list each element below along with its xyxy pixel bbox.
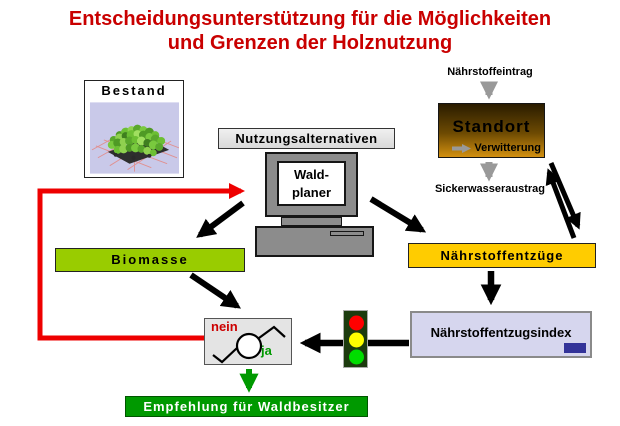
- nutzungsalternativen-box: Nutzungsalternativen: [218, 128, 395, 149]
- waldplaner-label-line-1: Wald-: [294, 167, 329, 182]
- waldplaner-to-biomasse-arrow: [196, 200, 245, 238]
- yellow-light: [349, 332, 364, 348]
- naehrstoffentzugsindex-box: Nährstoffentzugsindex: [410, 311, 592, 358]
- biomasse-box: Biomasse: [55, 248, 245, 272]
- computer-neck: [281, 217, 342, 226]
- naehrstoffentzugsindex-label: Nährstoffentzugsindex: [430, 325, 572, 340]
- forest-stand-image: [90, 102, 179, 174]
- naehrstoffentzuege-box: Nährstoffentzüge: [408, 243, 596, 268]
- decision-no-label: nein: [211, 319, 238, 334]
- bestand-box: Bestand: [84, 80, 184, 178]
- empfehlung-box: Empfehlung für Waldbesitzer: [125, 396, 368, 417]
- title-line-2: und Grenzen der Holznutzung: [167, 32, 453, 54]
- green-light: [349, 349, 364, 365]
- waldplaner-to-entzuege-arrow: [369, 196, 427, 233]
- sickerwasseraustrag-label: Sickerwasseraustrag: [434, 183, 546, 195]
- traffic-light-icon: [343, 310, 368, 368]
- decision-yes-label: ja: [261, 343, 272, 358]
- waldplaner-label-line-2: planer: [291, 185, 331, 200]
- standort-box: Standort Verwitterung: [438, 103, 545, 158]
- naehrstoffeintrag-label: Nährstoffeintrag: [447, 66, 533, 78]
- decision-box: nein ja: [204, 318, 292, 365]
- verwitterung-label: Verwitterung: [474, 142, 541, 154]
- weathering-arrow-icon: [452, 143, 472, 153]
- page-title: Entscheidungsunterstützung für die Mögli…: [0, 7, 620, 55]
- index-scale-chip: [564, 343, 586, 353]
- biomasse-to-decision-arrow: [189, 272, 241, 309]
- title-line-1: Entscheidungsunterstützung für die Mögli…: [68, 8, 552, 30]
- bestand-label: Bestand: [101, 83, 167, 98]
- threshold-curve-icon: [212, 325, 286, 364]
- waldplaner-screen: Wald- planer: [277, 161, 346, 206]
- standort-exchange-down-arrow: [548, 162, 581, 230]
- computer-disk-slot: [330, 231, 364, 236]
- red-light: [349, 315, 364, 331]
- feedback-red-arrow: [37, 182, 246, 341]
- trees: [107, 124, 166, 160]
- standort-label: Standort: [452, 117, 531, 136]
